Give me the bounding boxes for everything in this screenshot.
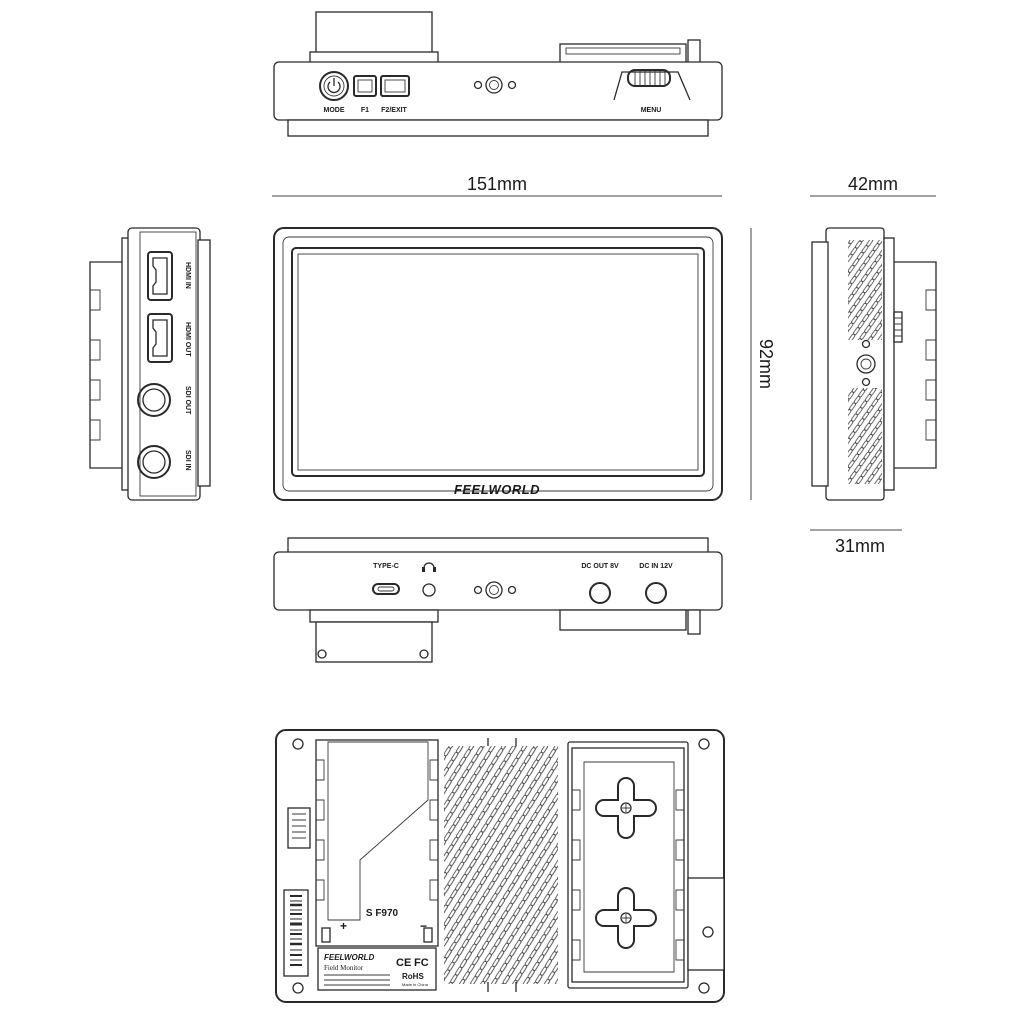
type-c-label: TYPE-C xyxy=(373,563,399,570)
hdmi-in-label: HDMI IN xyxy=(184,262,191,289)
f2-exit-button[interactable] xyxy=(380,75,410,97)
barcode-icon xyxy=(290,895,302,966)
right-side-view xyxy=(811,227,937,501)
fcc-mark: FC xyxy=(414,957,429,969)
center-mount-hole-side xyxy=(856,354,876,374)
left-side-view: HDMI IN HDMI OUT SDI OUT SDI IN xyxy=(89,227,211,501)
center-mount-hole-top xyxy=(485,76,503,94)
power-icon xyxy=(327,78,341,94)
back-body xyxy=(275,729,725,1003)
rohs-mark: RoHS xyxy=(402,972,424,981)
depth-total-dimension: 42mm xyxy=(848,174,898,194)
menu-label: MENU xyxy=(641,107,662,114)
dc-in-label: DC IN 12V xyxy=(639,563,673,570)
f2-exit-label: F2/EXIT xyxy=(381,107,407,114)
height-dimension: 92mm xyxy=(756,339,776,389)
battery-plate-left xyxy=(89,261,122,469)
bottom-body xyxy=(273,551,723,611)
rear-mount-rail xyxy=(687,877,725,971)
battery-minus-icon: − xyxy=(420,919,427,933)
back-view: S F970 + − FEELWORLD Field Monitor xyxy=(275,729,725,1003)
dc-out-port[interactable] xyxy=(589,582,611,604)
power-button[interactable] xyxy=(319,71,349,101)
headphone-icon xyxy=(422,562,436,572)
f1-label: F1 xyxy=(361,107,369,114)
rating-label-plate xyxy=(317,947,437,991)
made-in-label: Made in China xyxy=(402,982,429,987)
menu-wheel-back xyxy=(287,807,311,849)
screen xyxy=(291,247,705,477)
vent-lower xyxy=(848,388,882,484)
depth-body-dimension: 31mm xyxy=(835,536,885,556)
hdmi-out-port[interactable] xyxy=(147,313,173,363)
type-c-port[interactable] xyxy=(372,583,400,595)
hdmi-out-label: HDMI OUT xyxy=(184,322,191,357)
sdi-in-label: SDI IN xyxy=(184,450,191,471)
battery-plate-bottom xyxy=(309,609,439,623)
battery-model-label: S F970 xyxy=(366,908,399,919)
mode-label: MODE xyxy=(324,107,345,114)
battery-lock-upper xyxy=(595,777,657,839)
dc-out-label: DC OUT 8V xyxy=(581,563,619,570)
top-view: MODE F1 F2/EXIT MENU xyxy=(273,11,723,137)
menu-wheel[interactable] xyxy=(627,69,671,87)
battery-plate-right xyxy=(894,261,937,469)
ce-mark: CE xyxy=(396,957,411,969)
dimension-lines: 151mm 42mm 92mm 31mm xyxy=(272,174,936,556)
width-dimension: 151mm xyxy=(467,174,527,194)
mount-rail-bottom xyxy=(559,609,687,631)
hdmi-in-port[interactable] xyxy=(147,251,173,301)
barcode-sticker xyxy=(283,889,309,977)
sdi-out-port[interactable] xyxy=(137,383,171,417)
battery-slot-left xyxy=(315,739,439,947)
f1-button[interactable] xyxy=(353,75,377,97)
sdi-in-port[interactable] xyxy=(137,445,171,479)
dc-in-port[interactable] xyxy=(645,582,667,604)
label-product-name: Field Monitor xyxy=(324,964,364,972)
bottom-view: TYPE-C DC OUT 8V DC IN 12V xyxy=(273,537,723,663)
vent-upper xyxy=(848,240,882,340)
label-brand: FEELWORLD xyxy=(324,953,374,962)
center-mount-hole-bottom xyxy=(485,581,503,599)
sdi-out-label: SDI OUT xyxy=(184,386,191,415)
battery-plus-icon: + xyxy=(340,919,347,933)
front-brand-logo: FEELWORLD xyxy=(454,482,540,497)
rear-vent xyxy=(444,746,558,984)
headphone-jack[interactable] xyxy=(422,583,436,597)
front-view: FEELWORLD xyxy=(273,227,723,501)
menu-wheel-side xyxy=(893,311,903,343)
battery-lock-lower xyxy=(595,887,657,949)
front-bezel xyxy=(273,227,723,501)
